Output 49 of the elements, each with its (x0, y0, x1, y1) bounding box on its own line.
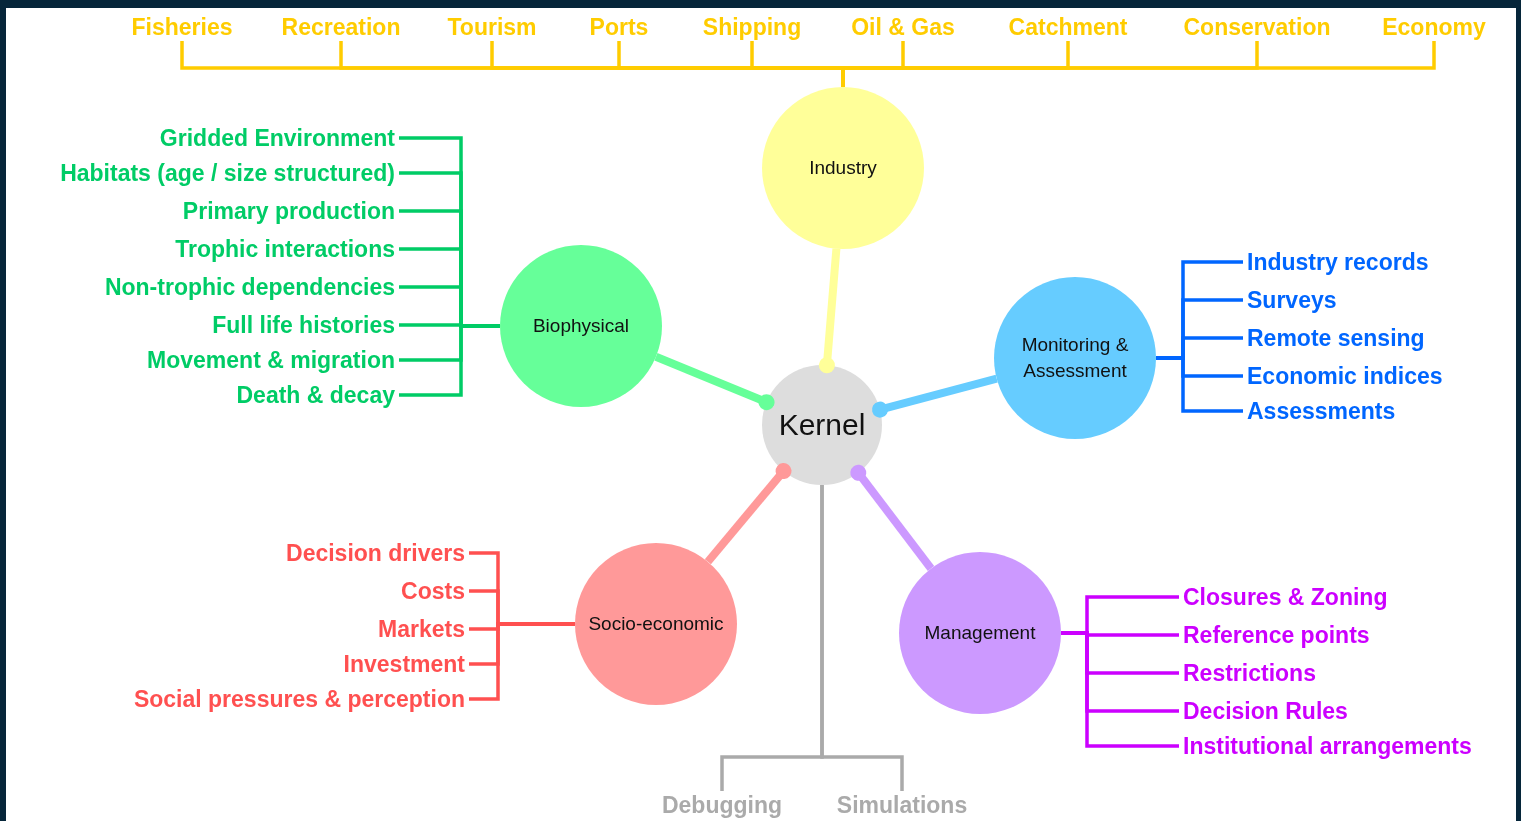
branch-label: Death & decay (232, 381, 399, 409)
branch-label: Closures & Zoning (1179, 583, 1392, 611)
module-label: Management (924, 621, 1036, 646)
branch-label: Economic indices (1243, 362, 1447, 390)
branch-label: Primary production (178, 197, 399, 225)
branch-label: Ports (585, 13, 653, 41)
branch-label: Oil & Gas (847, 13, 959, 41)
branch-label: Habitats (age / size structured) (56, 159, 399, 187)
branch-label: Decision Rules (1179, 697, 1352, 725)
branch-label: Movement & migration (143, 346, 399, 374)
branch-label: Recreation (277, 13, 405, 41)
branch-label: Gridded Environment (155, 124, 399, 152)
branch-label: Conservation (1179, 13, 1335, 41)
branch-label: Decision drivers (282, 539, 469, 567)
branch-label: Fisheries (127, 13, 237, 41)
connector-line (872, 374, 998, 418)
branch-connector (469, 622, 575, 701)
branch-connector (399, 324, 500, 397)
branch-label: Costs (397, 577, 469, 605)
branch-label: Remote sensing (1243, 324, 1429, 352)
branch-label: Surveys (1243, 286, 1341, 314)
connector-line (704, 463, 792, 565)
branch-label: Catchment (1004, 13, 1132, 41)
module-label: Industry (809, 156, 877, 181)
module-label: Monitoring & Assessment (1020, 333, 1130, 383)
branch-label: Social pressures & perception (129, 685, 469, 713)
branch-label: Assessments (1243, 397, 1400, 425)
branch-label: Reference points (1179, 621, 1374, 649)
connector-line (818, 248, 841, 374)
branch-label: Markets (374, 615, 469, 643)
branch-label: Tourism (443, 13, 541, 41)
branch-label: Simulations (832, 791, 972, 819)
branch-label: Non-trophic dependencies (100, 273, 399, 301)
branch-connector (1156, 356, 1243, 413)
branch-label: Shipping (698, 13, 806, 41)
module-label: Socio-economic (588, 612, 724, 637)
branch-label: Trophic interactions (171, 235, 399, 263)
branch-label: Restrictions (1179, 659, 1320, 687)
branch-label: Industry records (1243, 248, 1433, 276)
connector-line (850, 464, 935, 571)
branch-label: Full life histories (208, 311, 399, 339)
branch-label: Investment (339, 650, 469, 678)
module-label: Biophysical (532, 314, 630, 339)
module-label: Kernel (778, 406, 866, 443)
branch-connector (820, 485, 904, 791)
connector-line (654, 353, 775, 411)
branch-label: Institutional arrangements (1179, 732, 1476, 760)
branch-label: Economy (1378, 13, 1490, 41)
branch-label: Debugging (657, 791, 787, 819)
